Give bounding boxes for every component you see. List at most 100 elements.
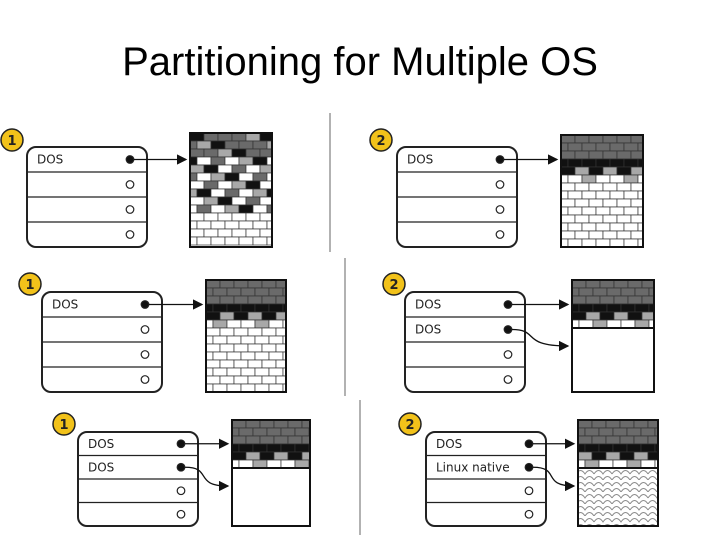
brick xyxy=(254,303,270,313)
brick xyxy=(612,459,628,469)
brick xyxy=(231,427,240,437)
brick xyxy=(189,132,205,142)
brick xyxy=(571,319,580,329)
brick xyxy=(595,238,611,248)
brick xyxy=(231,148,247,158)
brick xyxy=(231,435,247,445)
brick xyxy=(203,180,219,190)
disk-border xyxy=(231,419,311,527)
brick xyxy=(245,451,261,461)
brick xyxy=(205,311,221,321)
brick xyxy=(217,132,233,142)
brick xyxy=(647,419,659,429)
step-badge-icon xyxy=(52,412,76,436)
brick xyxy=(567,174,583,184)
brick xyxy=(578,287,594,297)
brick xyxy=(630,198,644,208)
brick-disk-icon xyxy=(231,419,311,527)
brick xyxy=(238,459,254,469)
brick xyxy=(205,295,221,305)
brick xyxy=(210,204,226,214)
brick xyxy=(609,142,625,152)
brick xyxy=(210,172,226,182)
partition-slot-icon xyxy=(503,375,513,384)
brick-disk-icon xyxy=(560,134,644,248)
brick xyxy=(567,206,583,216)
partition-label: DOS xyxy=(37,153,63,167)
disk-border xyxy=(571,279,655,393)
brick xyxy=(259,228,273,238)
brick xyxy=(261,359,277,369)
brick xyxy=(585,311,601,321)
brick xyxy=(231,419,247,429)
brick xyxy=(233,375,249,385)
brick xyxy=(609,222,625,232)
brick xyxy=(259,164,273,174)
brick xyxy=(574,150,590,160)
step-number: 2 xyxy=(405,418,414,433)
partition-slot-icon xyxy=(140,350,150,359)
brick xyxy=(287,435,303,445)
brick xyxy=(219,343,235,353)
brick xyxy=(203,196,219,206)
brick xyxy=(616,198,632,208)
brick xyxy=(641,295,655,305)
brick xyxy=(268,287,284,297)
brick xyxy=(612,443,628,453)
disk-border xyxy=(205,279,287,393)
brick xyxy=(217,148,233,158)
brick xyxy=(634,319,650,329)
brick xyxy=(609,238,625,248)
brick xyxy=(205,375,221,385)
partition-label: Linux native xyxy=(436,460,510,474)
brick xyxy=(588,230,604,240)
brick xyxy=(219,359,235,369)
brick xyxy=(261,327,277,337)
brick xyxy=(261,311,277,321)
brick xyxy=(634,287,650,297)
brick xyxy=(226,319,242,329)
brick xyxy=(205,287,214,297)
brick xyxy=(196,204,212,214)
brick xyxy=(189,164,205,174)
brick xyxy=(231,443,240,453)
step-badge-icon xyxy=(0,128,24,152)
brick xyxy=(240,287,256,297)
brick xyxy=(627,295,643,305)
brick xyxy=(560,158,569,168)
brick xyxy=(203,212,219,222)
brick xyxy=(261,295,277,305)
brick xyxy=(212,351,228,361)
brick xyxy=(567,238,583,248)
brick xyxy=(275,375,287,385)
brick xyxy=(591,435,607,445)
brick xyxy=(203,164,219,174)
brick xyxy=(254,319,270,329)
brick xyxy=(240,319,256,329)
brick xyxy=(641,279,655,289)
brick xyxy=(602,198,618,208)
partition-slot-icon xyxy=(140,375,150,384)
brick xyxy=(219,375,235,385)
brick xyxy=(254,287,270,297)
brick xyxy=(245,196,261,206)
brick xyxy=(275,279,287,289)
brick xyxy=(224,188,240,198)
brick xyxy=(238,172,254,182)
brick xyxy=(189,140,198,150)
brick xyxy=(254,335,270,345)
brick xyxy=(620,287,636,297)
brick xyxy=(273,451,289,461)
brick xyxy=(623,238,639,248)
brick xyxy=(294,443,310,453)
brick xyxy=(609,158,625,168)
brick xyxy=(189,220,198,230)
brick xyxy=(247,375,263,385)
brick xyxy=(189,236,198,246)
brick xyxy=(567,222,583,232)
brick xyxy=(266,443,282,453)
brick xyxy=(203,228,219,238)
brick xyxy=(560,150,576,160)
